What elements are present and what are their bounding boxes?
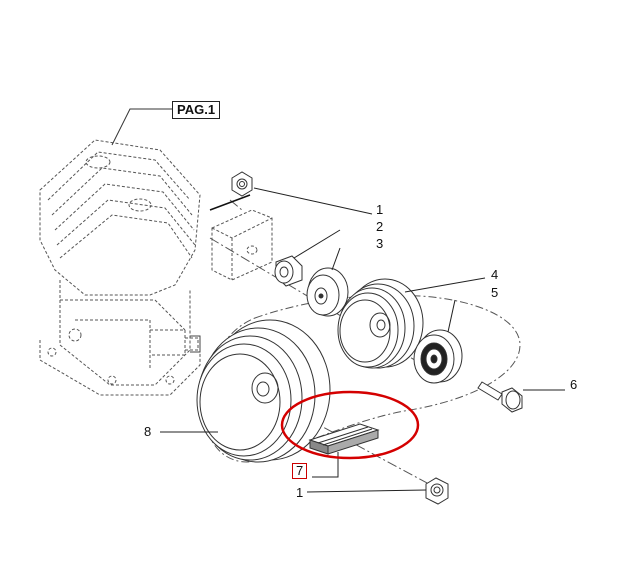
spacer-bushing (274, 255, 303, 287)
small-pulley (337, 278, 424, 369)
callout-8[interactable]: 8 (144, 424, 152, 439)
leader-lines (160, 187, 565, 493)
nut-bottom (425, 477, 449, 505)
compressor-outline (39, 139, 201, 396)
callout-5[interactable]: 5 (491, 285, 499, 300)
callout-4[interactable]: 4 (491, 267, 499, 282)
nut-top (231, 171, 253, 197)
callout-6[interactable]: 6 (570, 377, 578, 392)
highlight-ellipse (280, 390, 420, 460)
callout-1-bottom[interactable]: 1 (296, 485, 304, 500)
page-ref-leader (111, 108, 172, 146)
bearing (413, 329, 463, 384)
callout-7[interactable]: 7 (292, 463, 308, 479)
callout-3[interactable]: 3 (376, 236, 384, 251)
callout-1-top[interactable]: 1 (376, 202, 384, 217)
key-block (308, 423, 380, 455)
bolt (477, 381, 523, 413)
large-pulley (196, 319, 331, 463)
bracket-outline (211, 209, 273, 281)
washer-ring (306, 267, 349, 317)
page-ref-label[interactable]: PAG.1 (172, 101, 221, 119)
callout-2[interactable]: 2 (376, 219, 384, 234)
